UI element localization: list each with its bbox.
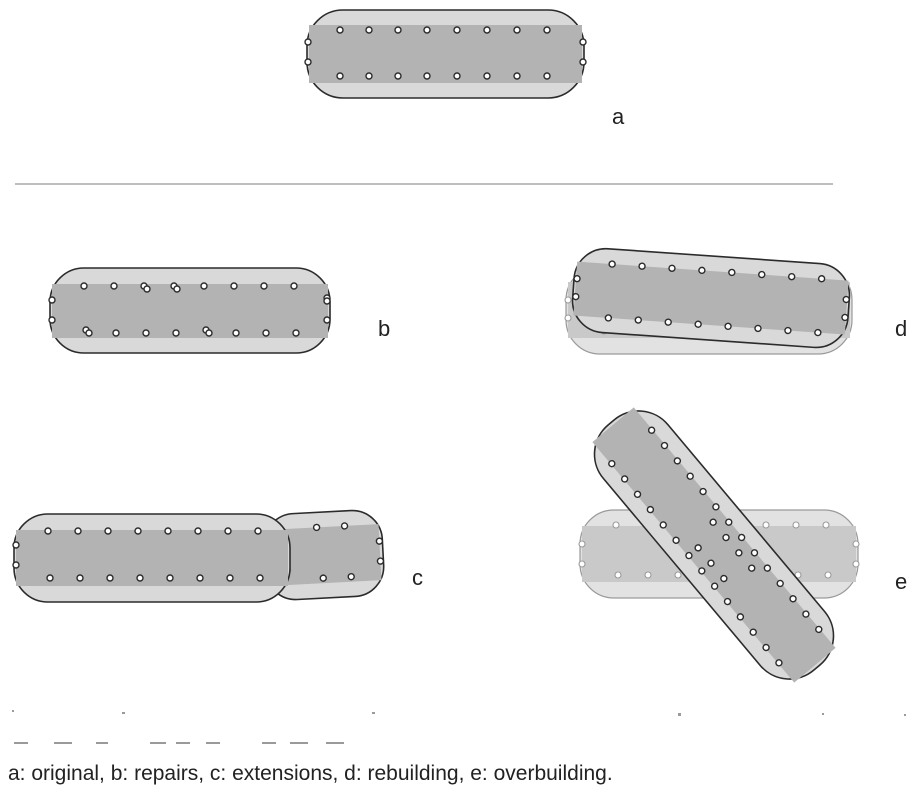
overbuilt-building [592,407,836,683]
panel-e-overbuilding: e [578,407,907,683]
post-holes-row-top [336,26,551,34]
annex-core [266,524,382,586]
post-holes-ends [12,541,20,569]
post-holes-row-bottom [46,574,264,582]
building-core [16,530,288,586]
extension-annex [263,509,385,601]
building-core [309,25,582,83]
panel-c-extensions: c [12,509,423,603]
figure-caption: a: original, b: repairs, c: extensions, … [8,762,613,785]
building-core [52,284,328,338]
panel-label-b: b [378,316,390,341]
panel-label-e: e [895,569,907,594]
panel-label-a: a [612,104,625,129]
panel-label-c: c [412,565,423,590]
rebuilt-building [571,247,851,349]
post-holes-ends [48,294,331,324]
scan-artifacts [12,710,906,744]
post-holes-row-top [80,282,298,293]
post-holes-row-bottom [336,72,551,80]
panel-label-d: d [895,316,907,341]
panel-d-rebuilding: d [564,247,907,355]
post-holes-ends [304,38,587,66]
post-holes-row-top [44,527,262,535]
panel-a-original: a [304,9,625,129]
post-holes-row-bottom [82,326,300,337]
panel-b-repairs: b [48,267,390,354]
